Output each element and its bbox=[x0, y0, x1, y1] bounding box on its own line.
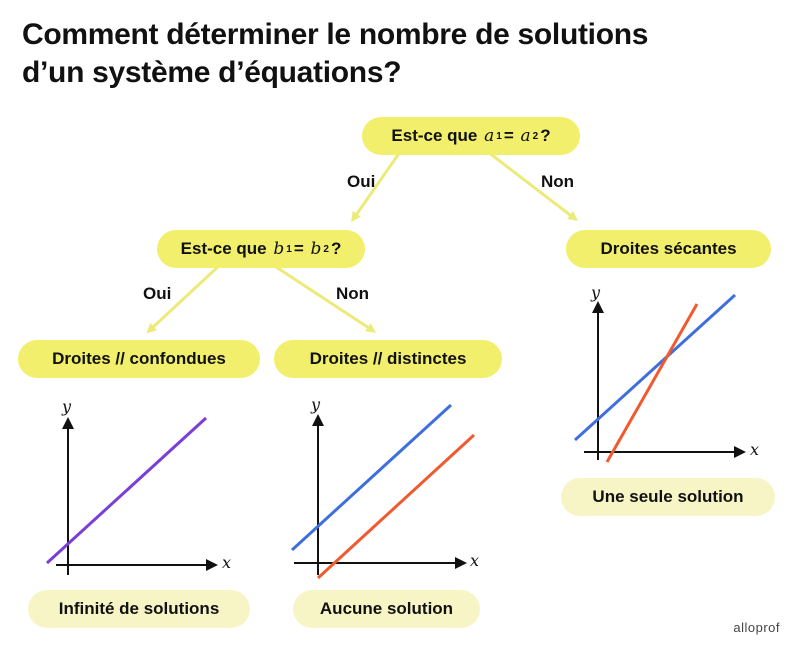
graph2-x-label: x bbox=[470, 551, 480, 570]
q1-equals: = bbox=[503, 126, 514, 145]
graph3-x-arrow bbox=[734, 446, 746, 458]
arrow-q2-to-confondues bbox=[146, 261, 224, 334]
graph1-y-arrow bbox=[62, 417, 74, 429]
q1-sub-2: 2 bbox=[532, 130, 539, 142]
label-non-2: Non bbox=[336, 284, 370, 303]
q2-equals: = bbox=[293, 239, 304, 258]
result-droites-confondues: Droites // confondues bbox=[18, 340, 260, 378]
q2-sub-1: 1 bbox=[286, 243, 292, 255]
q1-sub-1: 1 bbox=[496, 130, 502, 142]
q2-qmark: ? bbox=[330, 239, 342, 258]
q2-prefix: Est-ce que bbox=[180, 239, 267, 258]
q2-var-1: b bbox=[273, 239, 285, 259]
q2-var-2: b bbox=[310, 239, 322, 259]
arrow-q1-to-q2 bbox=[351, 151, 402, 223]
graph3-blue-line bbox=[573, 293, 737, 442]
graph2-y-arrow bbox=[312, 414, 324, 426]
graph2-y-label: y bbox=[311, 395, 321, 414]
solution-one: Une seule solution bbox=[561, 478, 775, 516]
graph3-red-line bbox=[605, 303, 699, 463]
q1-prefix: Est-ce que bbox=[391, 126, 478, 145]
q1-qmark: ? bbox=[540, 126, 551, 145]
page-title: Comment déterminer le nombre de solution… bbox=[22, 16, 762, 92]
graph2-x-arrow bbox=[455, 557, 467, 569]
arrow-q2-to-distinctes bbox=[269, 261, 377, 333]
graph3-y-label: y bbox=[591, 283, 601, 302]
arrow-q1-to-secantes bbox=[487, 150, 578, 222]
graph1-x-label: x bbox=[222, 553, 232, 572]
title-line-1: Comment déterminer le nombre de solution… bbox=[22, 18, 649, 51]
graph1-y-label: y bbox=[62, 397, 72, 416]
q1-var-1: a bbox=[484, 126, 495, 146]
graph1-coincident-line-overlay bbox=[46, 417, 207, 564]
label-non-1: Non bbox=[541, 172, 575, 191]
q1-var-2: a bbox=[520, 126, 531, 146]
graph2-red-line bbox=[316, 433, 476, 580]
solution-none: Aucune solution bbox=[293, 590, 480, 628]
graph3-x-label: x bbox=[750, 440, 760, 459]
title-line-2: d’un système d’équations? bbox=[22, 56, 402, 89]
result-droites-secantes: Droites sécantes bbox=[566, 230, 771, 268]
solution-infinite: Infinité de solutions bbox=[28, 590, 250, 628]
result-droites-distinctes: Droites // distinctes bbox=[274, 340, 502, 378]
graph1-x-arrow bbox=[206, 559, 218, 571]
label-oui-2: Oui bbox=[143, 284, 172, 303]
brand-logo: alloprof bbox=[733, 620, 780, 635]
q2-sub-2: 2 bbox=[323, 243, 329, 255]
graph2-blue-line bbox=[290, 403, 453, 552]
graph3-y-arrow bbox=[592, 301, 604, 313]
label-oui-1: Oui bbox=[347, 172, 376, 191]
